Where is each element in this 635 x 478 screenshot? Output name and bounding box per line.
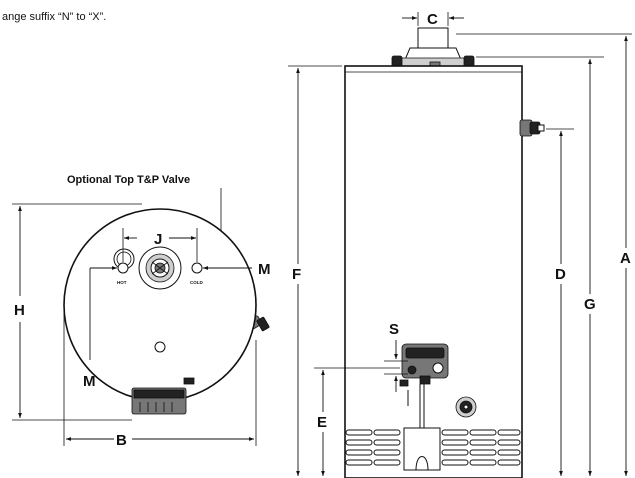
dim-m-right-label: M bbox=[258, 261, 271, 278]
dim-f: F bbox=[288, 65, 342, 477]
hot-label: HOT bbox=[117, 280, 127, 285]
dim-e-label: E bbox=[317, 414, 327, 431]
dim-c: C bbox=[402, 11, 464, 28]
dim-m-left: M bbox=[83, 266, 118, 390]
side-view-tank-body bbox=[344, 65, 523, 478]
inspection-window bbox=[455, 396, 477, 418]
dim-s: S bbox=[384, 321, 408, 392]
dim-j-label: J bbox=[154, 231, 162, 248]
note-text: ange suffix “N” to “X”. bbox=[2, 11, 106, 23]
gas-control-valve bbox=[399, 343, 449, 440]
dim-c-label: C bbox=[427, 11, 438, 28]
dim-f-label: F bbox=[292, 266, 301, 283]
dim-h: H bbox=[12, 203, 142, 421]
dim-h-label: H bbox=[14, 302, 25, 319]
dim-g-label: G bbox=[584, 296, 596, 313]
dim-d: D bbox=[546, 128, 574, 477]
dim-b: B bbox=[63, 305, 257, 449]
dim-g: G bbox=[476, 56, 604, 477]
flue-collar bbox=[391, 27, 475, 69]
dim-j: J bbox=[122, 228, 198, 262]
hot-connection bbox=[117, 262, 129, 274]
side-tp-valve bbox=[519, 119, 545, 137]
dim-s-label: S bbox=[389, 321, 399, 338]
dim-e: E bbox=[314, 367, 400, 477]
cold-label: COLD bbox=[190, 280, 203, 285]
top-view: Optional Top T&P Valve HOT COLD bbox=[12, 174, 271, 449]
central-flue bbox=[138, 246, 182, 290]
control-box-top bbox=[131, 377, 195, 415]
top-tp-valve-title: Optional Top T&P Valve bbox=[67, 174, 190, 186]
side-view: C A G D F bbox=[288, 11, 632, 478]
dim-m-left-label: M bbox=[83, 373, 96, 390]
combustion-air-louvers bbox=[345, 427, 521, 471]
dim-m-right: M bbox=[202, 261, 271, 278]
dim-b-label: B bbox=[116, 432, 127, 449]
dim-a-label: A bbox=[620, 250, 631, 267]
dim-d-label: D bbox=[555, 266, 566, 283]
dim-a: A bbox=[456, 33, 632, 477]
cold-connection bbox=[191, 262, 203, 274]
optional-tp-hole bbox=[154, 341, 166, 353]
